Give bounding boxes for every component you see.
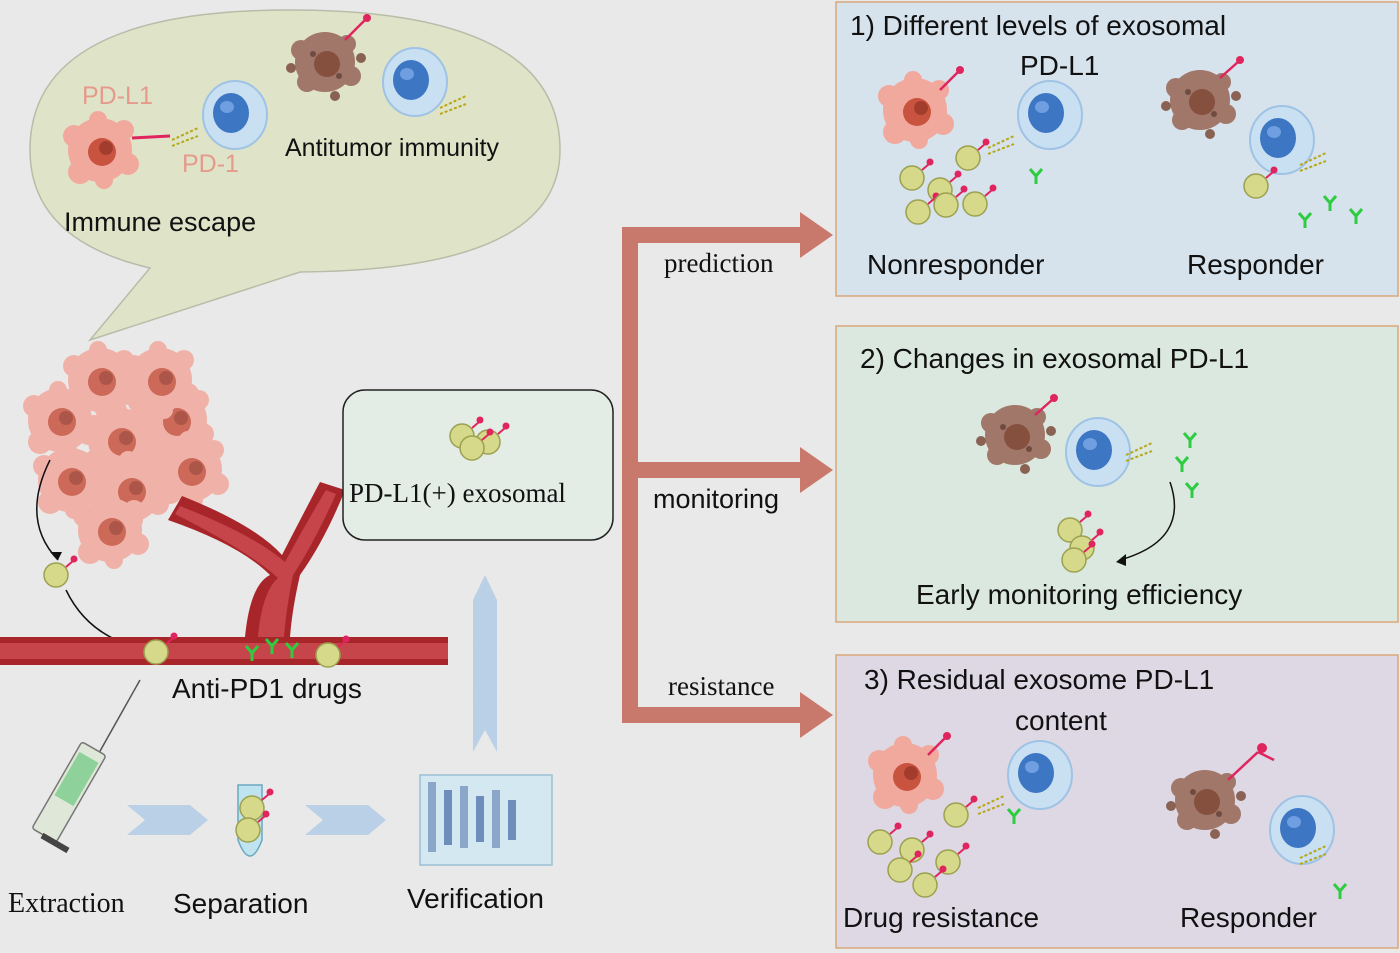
immune-escape-label: Immune escape <box>64 207 257 237</box>
panel2-title: 2) Changes in exosomal PD-L1 <box>860 343 1250 374</box>
early-monitoring-label: Early monitoring efficiency <box>916 579 1243 610</box>
tumor-mass-icon <box>23 341 229 569</box>
resistance-label: resistance <box>668 671 775 701</box>
monitoring-label: monitoring <box>653 484 780 514</box>
responder-label-3: Responder <box>1180 902 1317 933</box>
t-cell-icon <box>382 47 448 117</box>
syringe-icon <box>32 679 141 854</box>
step-separation-label: Separation <box>173 888 309 919</box>
responder-label-1: Responder <box>1187 249 1324 280</box>
antitumor-label: Antitumor immunity <box>285 134 499 162</box>
pdl1-label: PD-L1 <box>82 82 153 110</box>
tube-icon <box>235 784 275 857</box>
nonresponder-label: Nonresponder <box>867 249 1045 280</box>
exosome-icon <box>43 554 79 588</box>
panel1-title-line2: PD-L1 <box>1020 50 1100 81</box>
step-arrow <box>127 805 208 835</box>
panel3-title-line2: content <box>1015 705 1107 736</box>
t-cell-icon <box>202 80 268 150</box>
anti-pd1-drugs-label: Anti-PD1 drugs <box>172 673 362 704</box>
prediction-label: prediction <box>664 248 774 278</box>
up-chevron-arrow <box>473 575 497 752</box>
exosome-box-label: PD-L1(+) exosomal <box>349 478 566 508</box>
step-verification-label: Verification <box>407 883 544 914</box>
drug-resistance-label: Drug resistance <box>843 902 1040 933</box>
pd1-label: PD-1 <box>182 150 239 178</box>
step-extraction-label: Extraction <box>8 888 125 919</box>
branch-arrows <box>622 212 833 738</box>
panel3-title: 3) Residual exosome PD-L1 <box>864 664 1215 695</box>
panel1-title: 1) Different levels of exosomal <box>850 10 1227 41</box>
gel-icon <box>419 774 553 866</box>
exosome-box <box>342 389 614 541</box>
step-arrow <box>305 805 386 835</box>
